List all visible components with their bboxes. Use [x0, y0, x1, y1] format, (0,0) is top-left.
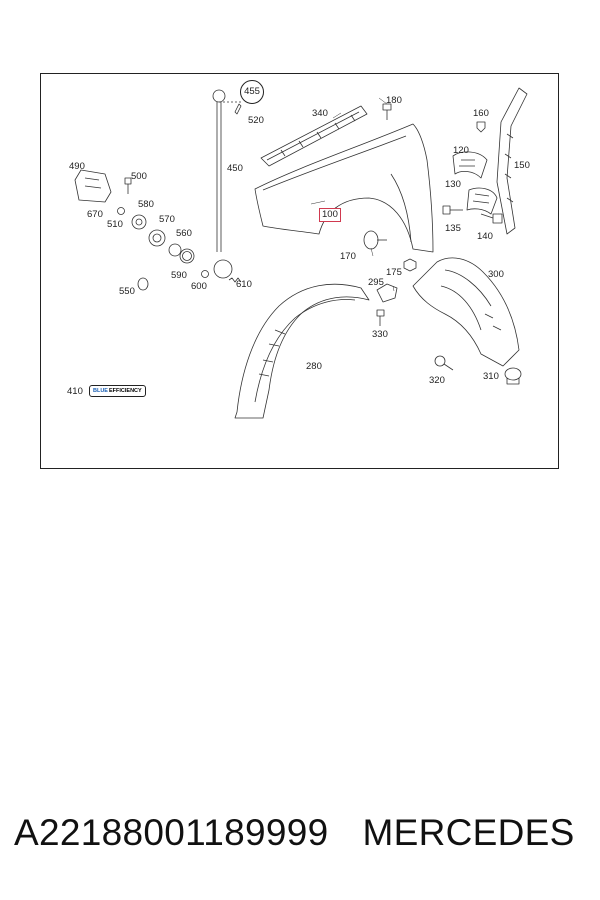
- part-label-490[interactable]: 490: [69, 161, 85, 172]
- part-label-340[interactable]: 340: [312, 108, 328, 119]
- hood-prop-rod: [212, 89, 242, 279]
- part-label-500[interactable]: 500: [131, 171, 147, 182]
- cap-310: [504, 367, 522, 385]
- part-label-510[interactable]: 510: [107, 219, 123, 230]
- part-label-175[interactable]: 175: [386, 267, 402, 278]
- badge-text: EFFICIENCY: [108, 388, 142, 394]
- leader-lines: [310, 97, 395, 292]
- part-label-280[interactable]: 280: [306, 361, 322, 372]
- part-label-120[interactable]: 120: [453, 145, 469, 156]
- seal-590: [179, 248, 195, 264]
- part-label-310[interactable]: 310: [483, 371, 499, 382]
- part-number: A22188001189999: [14, 812, 329, 853]
- screw-180: [382, 103, 392, 120]
- part-label-560[interactable]: 560: [176, 228, 192, 239]
- fender-support-strip: [260, 105, 368, 167]
- part-caption: A22188001189999 MERCEDES: [14, 812, 575, 854]
- part-label-455[interactable]: 455: [240, 80, 264, 104]
- bracket-130: [466, 187, 498, 215]
- part-label-320[interactable]: 320: [429, 375, 445, 386]
- screw-320: [434, 355, 454, 371]
- part-label-600[interactable]: 600: [191, 281, 207, 292]
- part-label-610[interactable]: 610: [236, 279, 252, 290]
- flap-housing-490: [74, 169, 112, 203]
- clip-160: [476, 121, 486, 133]
- wheel-arch-liner-280: [234, 283, 370, 419]
- part-label-410[interactable]: 410: [67, 386, 83, 397]
- front-fender-shape: [254, 123, 434, 253]
- part-label-580[interactable]: 580: [138, 199, 154, 210]
- screw-500: [124, 177, 132, 194]
- part-label-550[interactable]: 550: [119, 286, 135, 297]
- bracket-150: [496, 87, 528, 235]
- screw-330: [376, 309, 385, 326]
- stud-170: [363, 230, 387, 250]
- washer-670: [117, 207, 125, 215]
- part-label-450[interactable]: 450: [227, 163, 243, 174]
- brand-name: MERCEDES: [362, 812, 575, 853]
- part-label-590[interactable]: 590: [171, 270, 187, 281]
- ring-580: [131, 214, 147, 230]
- part-label-180[interactable]: 180: [386, 95, 402, 106]
- bracket-120: [452, 151, 488, 179]
- exploded-view-drawing: [74, 87, 528, 419]
- nut-175: [403, 258, 417, 272]
- bolt-135: [442, 205, 463, 215]
- wheel-arch-liner-300: [412, 257, 520, 367]
- part-label-330[interactable]: 330: [372, 329, 388, 340]
- part-label-160[interactable]: 160: [473, 108, 489, 119]
- part-label-140[interactable]: 140: [477, 231, 493, 242]
- cap-570: [148, 229, 166, 247]
- part-label-520[interactable]: 520: [248, 115, 264, 126]
- part-label-130[interactable]: 130: [445, 179, 461, 190]
- part-label-300[interactable]: 300: [488, 269, 504, 280]
- badge-prefix: BLUE: [93, 388, 108, 394]
- part-label-135[interactable]: 135: [445, 223, 461, 234]
- bolt-140: [480, 213, 503, 224]
- part-label-570[interactable]: 570: [159, 214, 175, 225]
- blue-efficiency-badge: BLUE EFFICIENCY: [89, 385, 146, 397]
- part-label-150[interactable]: 150: [514, 160, 530, 171]
- part-label-170[interactable]: 170: [340, 251, 356, 262]
- part-label-100[interactable]: 100: [319, 208, 341, 222]
- ring-560: [168, 243, 182, 257]
- clip-295: [376, 283, 398, 303]
- nut-600: [201, 270, 209, 278]
- part-label-295[interactable]: 295: [368, 277, 384, 288]
- spring-610: [228, 277, 242, 283]
- parts-diagram: 100 120 130 135 140 150 160 170 175 180 …: [40, 73, 559, 469]
- part-label-670[interactable]: 670: [87, 209, 103, 220]
- plug-550: [137, 277, 149, 291]
